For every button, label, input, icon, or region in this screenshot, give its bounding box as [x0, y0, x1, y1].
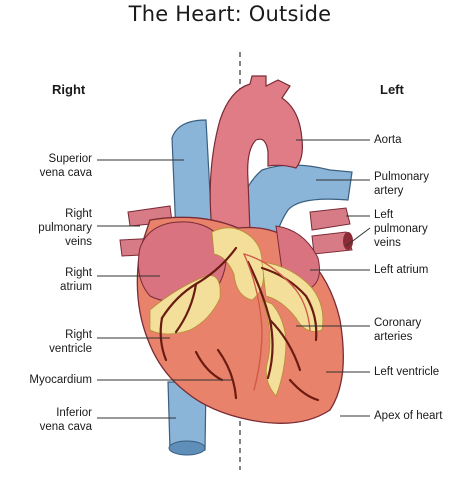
label-myocardium: Myocardium — [29, 373, 92, 387]
label-inferior-vena-cava: Inferior vena cava — [40, 406, 92, 434]
label-right-pulmonary-veins: Right pulmonary veins — [38, 207, 92, 249]
label-left-ventricle: Left ventricle — [374, 365, 439, 379]
label-right-atrium: Right atrium — [60, 266, 92, 294]
label-left-atrium: Left atrium — [374, 263, 428, 277]
left-pulmonary-vein-opening — [343, 232, 353, 250]
label-coronary-arteries: Coronary arteries — [374, 316, 421, 344]
left-pulmonary-vein-upper — [310, 208, 350, 230]
label-pulmonary-artery: Pulmonary artery — [374, 170, 429, 198]
label-left-pulmonary-veins: Left pulmonary veins — [374, 208, 428, 250]
label-superior-vena-cava: Superior vena cava — [40, 152, 92, 180]
label-right-ventricle: Right ventricle — [49, 328, 92, 356]
label-aorta: Aorta — [374, 133, 402, 147]
inferior-vena-cava-opening — [169, 441, 205, 455]
label-apex-of-heart: Apex of heart — [374, 409, 442, 423]
